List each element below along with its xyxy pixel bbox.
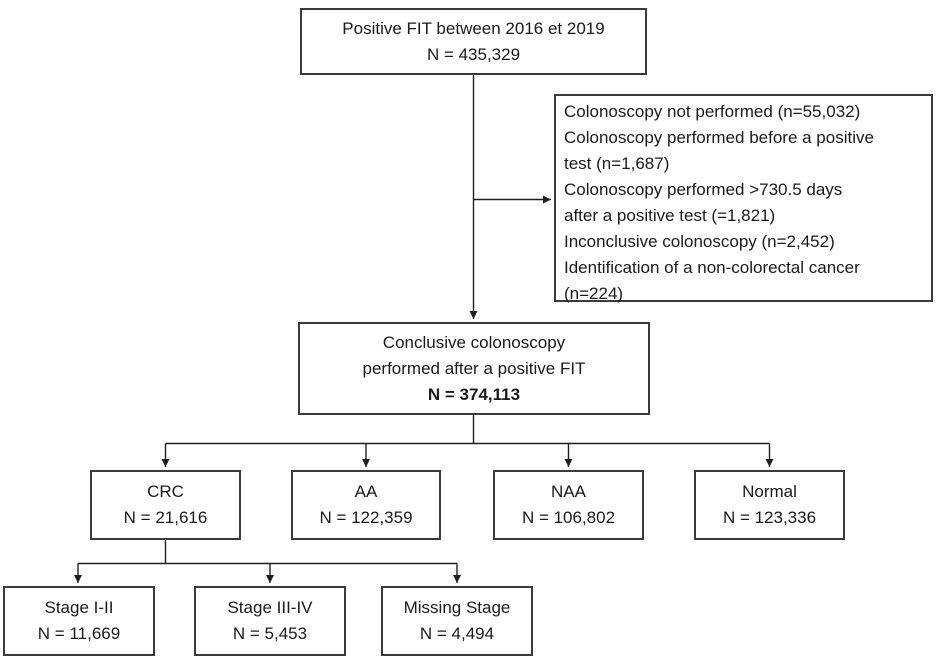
exclusion-line: after a positive test (=1,821) — [564, 206, 776, 225]
conclusive-label-line1: Conclusive colonoscopy — [382, 332, 566, 352]
stage-1-2-count: N = 11,669 — [37, 624, 121, 643]
normal-label: Normal — [742, 482, 797, 501]
normal-box: Normal N = 123,336 — [694, 470, 845, 540]
exclusion-line: Inconclusive colonoscopy (n=2,452) — [564, 232, 835, 251]
crc-count: N = 21,616 — [123, 508, 208, 527]
conclusive-count: N = 374,113 — [427, 384, 521, 404]
conclusive-colonoscopy-box: Conclusive colonoscopy performed after a… — [298, 322, 650, 415]
normal-count: N = 123,336 — [722, 508, 817, 527]
exclusion-line: Colonoscopy performed >730.5 days — [564, 180, 843, 199]
positive-fit-label: Positive FIT between 2016 et 2019 — [342, 18, 605, 38]
aa-label: AA — [354, 482, 378, 501]
missing-stage-label: Missing Stage — [403, 598, 511, 617]
split-four-way — [165, 415, 770, 445]
missing-stage-box: Missing Stage N = 4,494 — [381, 586, 533, 656]
exclusion-line: (n=224) — [564, 284, 624, 303]
stage-3-4-count: N = 5,453 — [232, 624, 308, 643]
crc-label: CRC — [147, 482, 184, 501]
positive-fit-count: N = 435,329 — [426, 44, 521, 64]
stage-1-2-label: Stage I-II — [44, 598, 114, 617]
stage-3-4-label: Stage III-IV — [227, 598, 313, 617]
naa-label: NAA — [551, 482, 586, 501]
exclusion-line: Colonoscopy performed before a positive — [564, 128, 874, 147]
exclusion-line: test (n=1,687) — [564, 154, 670, 173]
conclusive-label-line2: performed after a positive FIT — [362, 358, 586, 378]
crc-box: CRC N = 21,616 — [90, 470, 241, 540]
missing-stage-count: N = 4,494 — [419, 624, 495, 643]
stage-3-4-box: Stage III-IV N = 5,453 — [194, 586, 346, 656]
aa-count: N = 122,359 — [319, 508, 413, 527]
exclusion-line: Colonoscopy not performed (n=55,032) — [564, 102, 861, 121]
positive-fit-box: Positive FIT between 2016 et 2019 N = 43… — [300, 8, 647, 75]
aa-box: AA N = 122,359 — [291, 470, 441, 540]
naa-count: N = 106,802 — [521, 508, 616, 527]
exclusion-reasons-box: Colonoscopy not performed (n=55,032) Col… — [554, 94, 933, 303]
split-three-way — [78, 540, 457, 565]
stage-1-2-box: Stage I-II N = 11,669 — [3, 586, 155, 656]
naa-box: NAA N = 106,802 — [493, 470, 644, 540]
exclusion-line: Identification of a non-colorectal cance… — [564, 258, 860, 277]
